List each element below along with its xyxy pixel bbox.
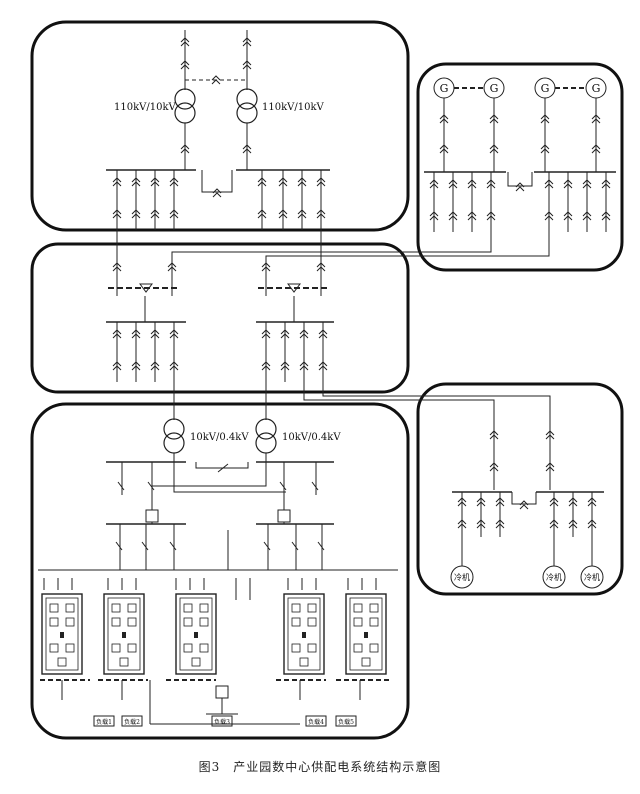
chiller-icon (450, 565, 474, 589)
load-box (93, 715, 115, 727)
transformer-icon (163, 418, 185, 454)
load-box-1-label: 负载1 (96, 718, 112, 726)
rack-module (175, 593, 217, 675)
chiller-icon (580, 565, 604, 589)
transformer-icon (255, 418, 277, 454)
low-voltage-section: 10kV/0.4kV 10kV/0.4kV (38, 382, 398, 600)
chiller-3-label: 冷机 (584, 572, 600, 582)
generator-group: G G G G (424, 77, 616, 233)
dist-transformer-1-label: 10kV/0.4kV (190, 432, 249, 443)
generator-3-label: G (541, 82, 550, 95)
generator-4-label: G (592, 82, 601, 95)
frame-10kv-distribution (30, 242, 410, 394)
dist-transformer-2-label: 10kV/0.4kV (282, 432, 341, 443)
power-distribution-diagram: 110kV/10kV 110kV/10kV G G G G (30, 20, 624, 740)
chiller-2-label: 冷机 (546, 572, 562, 582)
main-transformer-1-label: 110kV/10kV (114, 102, 177, 113)
frame-110kv-substation (30, 20, 410, 232)
chiller-1-label: 冷机 (454, 572, 470, 582)
transformer-icon (174, 88, 196, 124)
frame-generators (416, 62, 624, 272)
load-box (305, 715, 327, 727)
chiller-group: 冷机 冷机 冷机 (450, 420, 604, 589)
distribution-10kv (106, 230, 334, 383)
load-box-3-label: 负载3 (214, 718, 230, 726)
transformer-icon (236, 88, 258, 124)
rack-module (283, 593, 325, 675)
chiller-icon (542, 565, 566, 589)
frame-chillers (416, 382, 624, 596)
load-box-2-label: 负载2 (124, 718, 140, 726)
load-box (335, 715, 357, 727)
generator-2-label: G (490, 82, 499, 95)
rack-module (345, 593, 387, 675)
substation-feeders (112, 169, 326, 231)
load-box (121, 715, 143, 727)
load-box-4-label: 负载4 (308, 718, 324, 726)
rack-module (103, 593, 145, 675)
rack-module (41, 593, 83, 675)
frame-low-voltage (30, 402, 410, 740)
load-box (211, 715, 233, 727)
main-transformer-2-label: 110kV/10kV (262, 102, 325, 113)
generator-1-label: G (440, 82, 449, 95)
bottom-distribution: 负载1 负载2 负载3 负载4 负载5 (40, 679, 390, 727)
figure-caption: 图3 产业园数中心供配电系统结构示意图 (198, 760, 442, 774)
substation-110kv: 110kV/10kV 110kV/10kV (106, 30, 330, 198)
load-box-5-label: 负载5 (338, 718, 354, 726)
